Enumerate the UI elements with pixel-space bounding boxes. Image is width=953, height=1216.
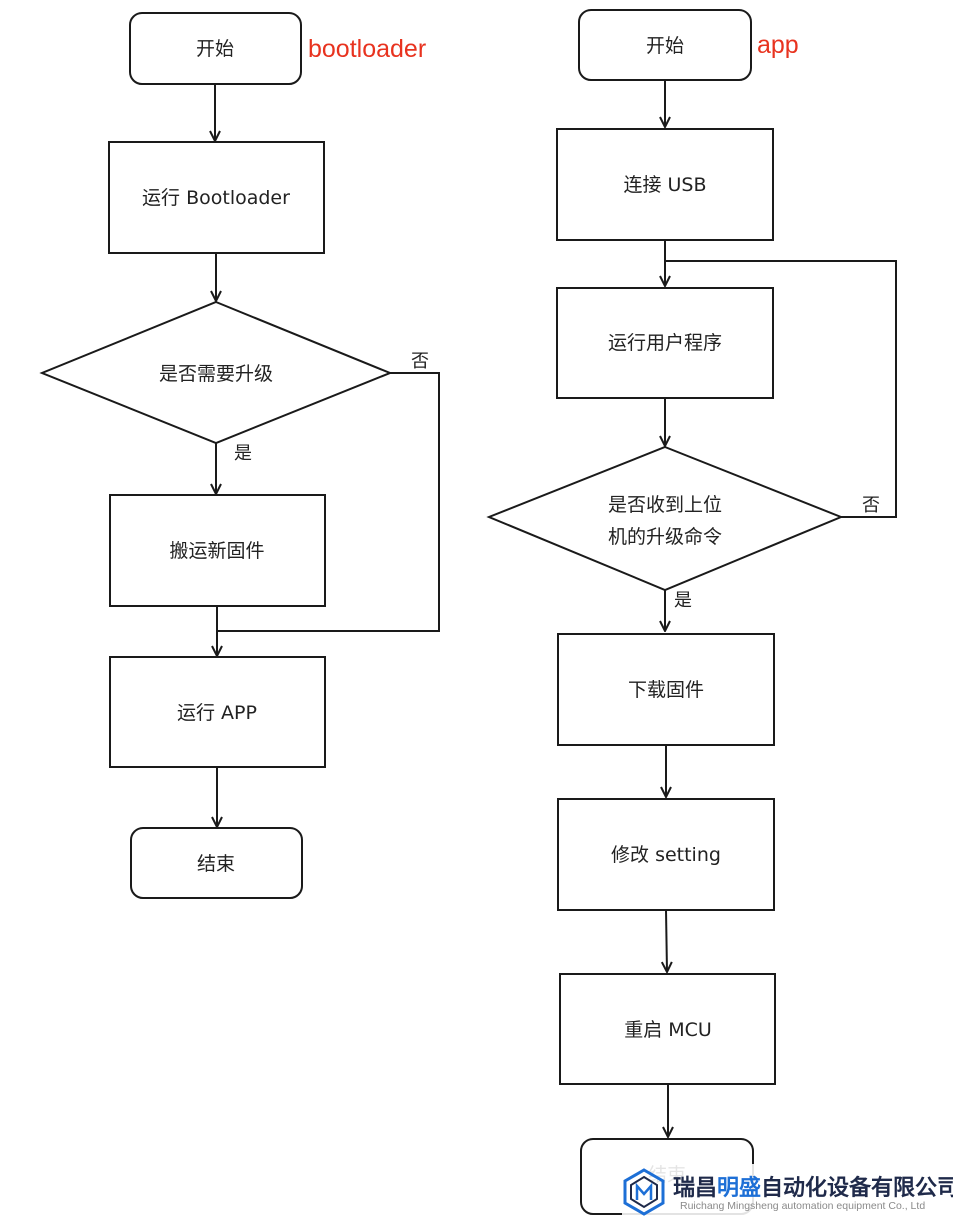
left-start-label: 开始 [196,38,234,60]
company-watermark: 瑞昌明盛自动化设备有限公司 Ruichang Mingsheng automat… [622,1164,953,1216]
right-download-firmware-box [557,633,775,746]
right-decision-label-line1: 是否收到上位 [608,494,722,516]
watermark-name-part2: 明盛 [717,1175,761,1201]
left-flowchart: 开始 bootloader 运行 Bootloader 是否需要升级 是 搬运新… [39,12,440,899]
hexagon-logo-icon [623,1168,665,1216]
watermark-name-part1: 瑞昌 [673,1176,717,1201]
left-move-firmware-box [109,494,326,607]
right-download-firmware-label: 下载固件 [628,679,704,701]
right-modify-setting-label: 修改 setting [611,844,721,866]
watermark-backdrop [622,1164,953,1216]
watermark-english-name: Ruichang Mingsheng automation equipment … [680,1200,925,1212]
left-decision-label: 是否需要升级 [159,363,273,385]
left-move-firmware-label: 搬运新固件 [169,540,264,562]
left-yes-label: 是 [234,443,252,464]
left-run-bootloader-label: 运行 Bootloader [142,187,290,209]
right-flowchart: 开始 app 连接 USB 运行用户程序 是否收到上位 机的升级命令 否 是 下… [486,9,897,1215]
right-decision-diamond [486,445,844,592]
left-run-bootloader-box [108,141,325,254]
left-end-label: 结束 [197,853,235,875]
right-run-user-program-label: 运行用户程序 [608,332,722,354]
right-run-user-program-box [556,287,774,399]
right-restart-mcu-box [559,973,776,1085]
right-modify-setting-box [557,798,775,911]
right-start-label: 开始 [646,35,684,57]
right-connect-usb-box [556,128,774,241]
right-no-label: 否 [862,495,880,516]
left-end-terminal [130,827,303,899]
right-restart-mcu-label: 重启 MCU [624,1019,712,1041]
left-no-label: 否 [411,351,429,372]
watermark-company-name: 瑞昌明盛自动化设备有限公司 [673,1175,953,1201]
right-yes-label: 是 [674,590,692,611]
right-connect-usb-label: 连接 USB [623,174,706,196]
right-no-loop-line [665,260,897,518]
left-run-app-label: 运行 APP [177,702,257,724]
right-title: app [757,31,799,59]
right-decision-label-line2: 机的升级命令 [608,526,722,548]
watermark-name-part3: 自动化设备有限公司 [761,1175,953,1201]
left-title: bootloader [308,35,426,63]
right-arrow-5 [666,909,667,972]
left-no-branch-line [217,372,440,632]
